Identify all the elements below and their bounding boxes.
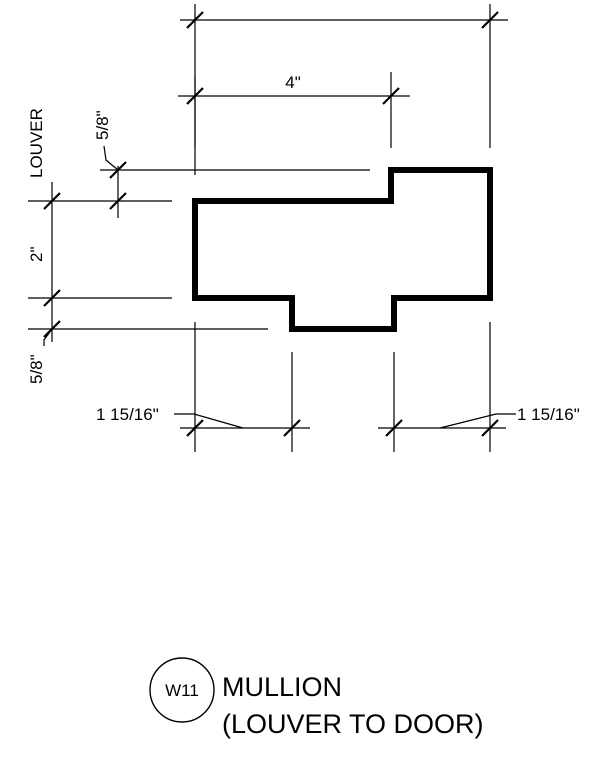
dim-5-8-top-label: 5/8" — [93, 110, 112, 140]
dim-bottom-right-label: 1 15/16" — [517, 405, 580, 424]
dim-bottom-left-label: 1 15/16" — [96, 405, 159, 424]
dim-4in-label: 4" — [285, 73, 301, 92]
overall-top-dimension — [180, 4, 508, 148]
detail-title-line2: (LOUVER TO DOOR) — [222, 709, 484, 739]
dim-2in-label: 2" — [27, 247, 46, 263]
mullion-profile — [192, 167, 493, 332]
dimension-2in: 2" — [27, 182, 268, 342]
dimension-4in: 4" — [178, 72, 410, 175]
detail-tag-label: W11 — [165, 681, 199, 700]
dim-5-8-bottom-label: 5/8" — [27, 354, 46, 384]
dimension-5-8-top: 5/8" — [28, 110, 370, 218]
detail-tag-circle — [149, 657, 215, 723]
dimension-bottom-left: 1 15/16" — [96, 322, 310, 452]
detail-title-line1: MULLION — [222, 672, 342, 702]
dimension-5-8-bottom: 5/8" — [27, 328, 53, 384]
dimension-bottom-right: 1 15/16" — [378, 322, 580, 452]
detail-tag: W11 — [149, 657, 215, 723]
louver-label: LOUVER — [27, 108, 46, 178]
